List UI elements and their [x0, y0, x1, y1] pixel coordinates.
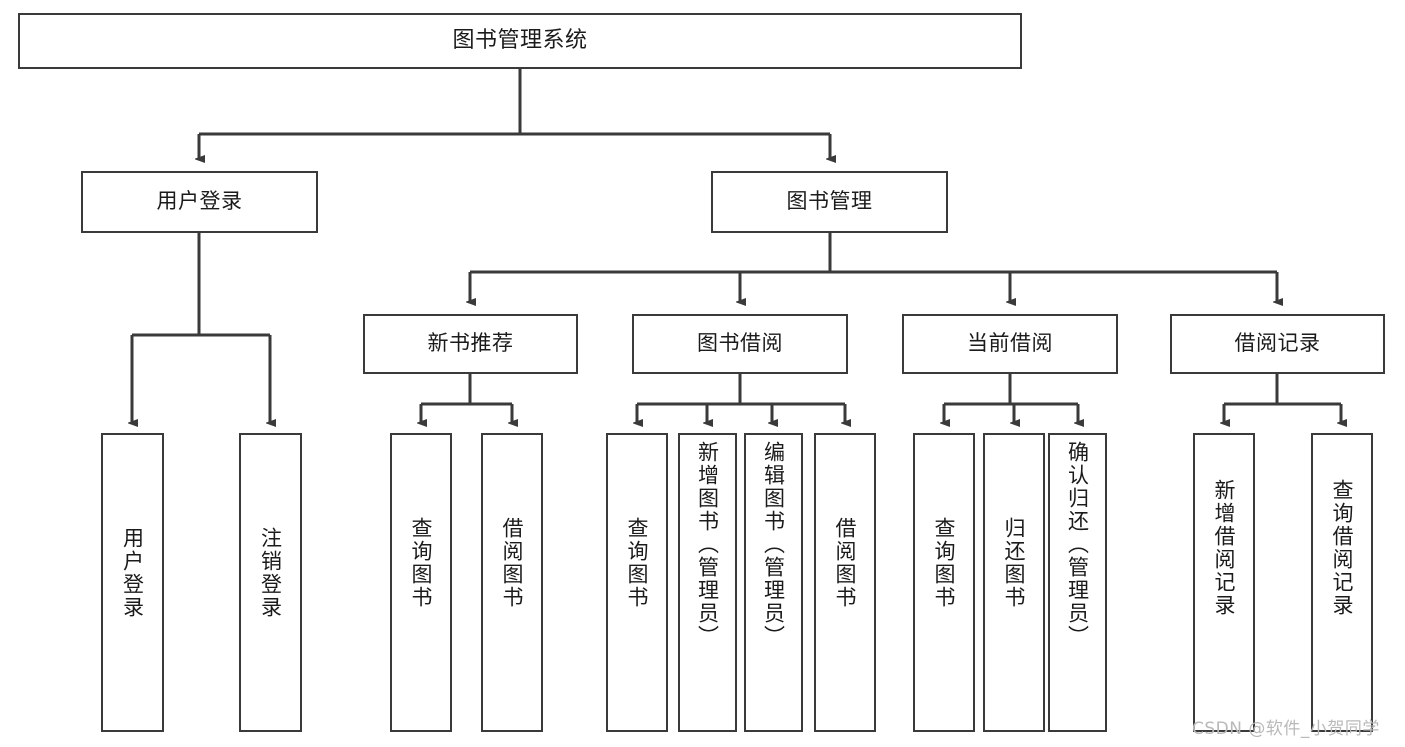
- node-borrowing-records[interactable]: 借阅记录: [1170, 314, 1385, 374]
- node-label: 查询图书: [932, 517, 957, 609]
- node-leaf-newbook-query-books[interactable]: 查询图书: [390, 433, 452, 732]
- node-leaf-borrow-query-books[interactable]: 查询图书: [606, 433, 668, 732]
- node-user-login[interactable]: 用户登录: [81, 171, 318, 233]
- node-book-borrowing[interactable]: 图书借阅: [632, 314, 848, 374]
- node-label: 查询借阅记录: [1330, 479, 1355, 617]
- node-label: 图书借阅: [697, 331, 783, 356]
- node-label: 查询图书: [409, 517, 434, 609]
- node-label: 当前借阅: [967, 331, 1053, 356]
- node-label: 归还图书: [1002, 517, 1027, 609]
- node-leaf-user-logout[interactable]: 注销登录: [239, 433, 302, 732]
- node-label: 借阅图书: [833, 517, 858, 609]
- node-label: 编辑图书（管理员）: [761, 441, 786, 648]
- node-current-borrowing[interactable]: 当前借阅: [902, 314, 1118, 374]
- node-label: 查询图书: [625, 517, 650, 609]
- node-label: 用户登录: [120, 527, 145, 619]
- node-leaf-borrow-edit-book-admin[interactable]: 编辑图书（管理员）: [744, 433, 803, 732]
- node-label: 借阅记录: [1234, 331, 1321, 356]
- node-label: 确认归还（管理员）: [1065, 441, 1090, 648]
- node-label: 图书管理: [786, 189, 873, 214]
- node-leaf-borrow-add-book-admin[interactable]: 新增图书（管理员）: [678, 433, 737, 732]
- node-label: 用户登录: [156, 189, 243, 214]
- node-leaf-current-return-books[interactable]: 归还图书: [983, 433, 1045, 732]
- node-leaf-current-confirm-return-admin[interactable]: 确认归还（管理员）: [1048, 433, 1107, 732]
- node-label: 注销登录: [258, 527, 283, 619]
- node-leaf-records-query-record[interactable]: 查询借阅记录: [1311, 433, 1373, 732]
- node-label: 图书管理系统: [452, 27, 588, 53]
- node-label: 借阅图书: [500, 517, 525, 609]
- node-book-management[interactable]: 图书管理: [711, 171, 948, 233]
- node-leaf-records-add-record[interactable]: 新增借阅记录: [1193, 433, 1255, 732]
- node-label: 新增借阅记录: [1212, 479, 1237, 617]
- node-new-book-recommendation[interactable]: 新书推荐: [363, 314, 578, 374]
- node-leaf-borrow-lend-books[interactable]: 借阅图书: [814, 433, 876, 732]
- node-leaf-current-query-books[interactable]: 查询图书: [913, 433, 975, 732]
- node-label: 新增图书（管理员）: [695, 441, 720, 648]
- node-root-book-management-system[interactable]: 图书管理系统: [18, 13, 1022, 69]
- node-leaf-user-login[interactable]: 用户登录: [101, 433, 164, 732]
- node-label: 新书推荐: [427, 331, 514, 356]
- node-leaf-newbook-borrow-books[interactable]: 借阅图书: [481, 433, 543, 732]
